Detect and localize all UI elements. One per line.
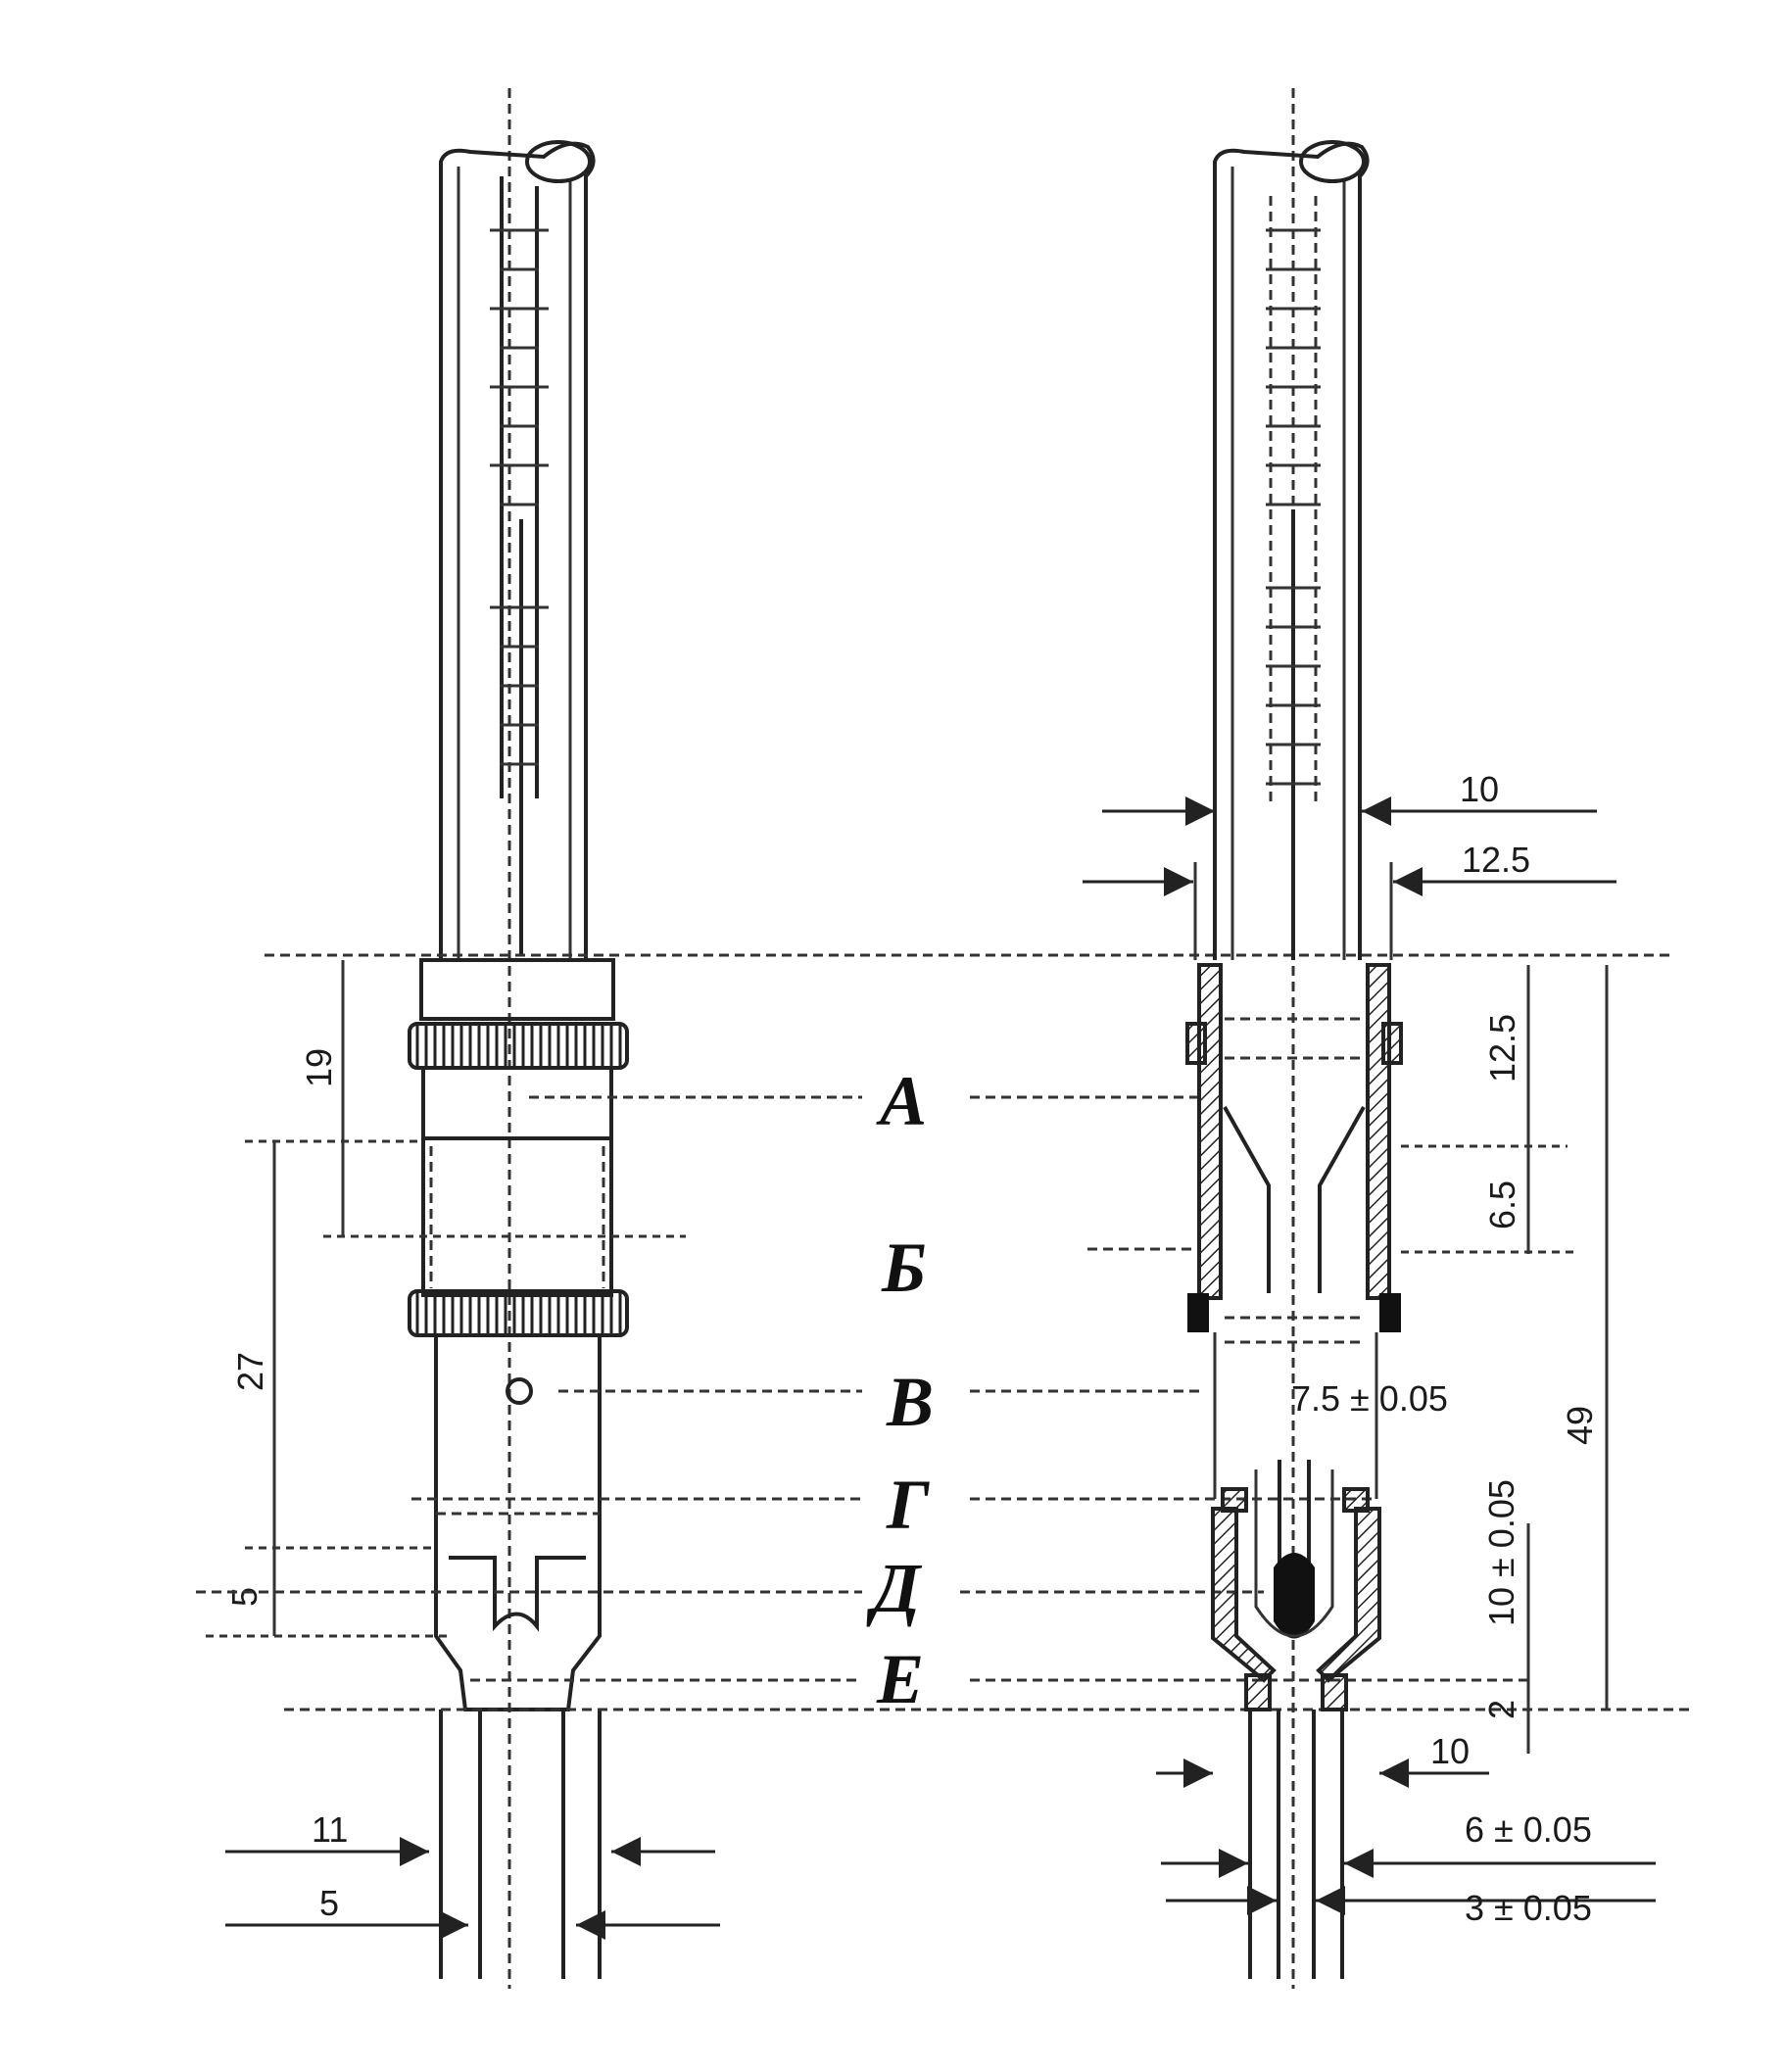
- label-g: Г: [886, 1466, 930, 1544]
- right-nut-left: [1187, 1293, 1209, 1332]
- right-nut-right: [1379, 1293, 1401, 1332]
- dim-12-5: 12.5: [1482, 1014, 1522, 1083]
- dim-5-horizontal: 5: [319, 1883, 339, 1923]
- left-scale: [490, 176, 549, 955]
- right-wall-right: [1366, 963, 1391, 1300]
- label-a: А: [876, 1062, 927, 1140]
- dim-6-5: 6.5: [1482, 1181, 1522, 1229]
- left-sleeve: [434, 1335, 602, 1711]
- dim-10-top: 10: [1460, 769, 1499, 809]
- thermometer-bulb: [1274, 1553, 1315, 1639]
- left-thermometer-tube: [439, 141, 596, 960]
- dim-7-5: 7.5 ± 0.05: [1291, 1378, 1448, 1419]
- dim-27: 27: [230, 1352, 270, 1391]
- label-e: Е: [876, 1640, 924, 1718]
- left-view: [408, 88, 629, 1989]
- right-dimensions: 10 12.5 12.5 6.5 7.5 ± 0.05 49 10 ± 0.05…: [1083, 769, 1656, 1928]
- dim-2: 2: [1481, 1700, 1521, 1719]
- dim-12-5-top: 12.5: [1462, 840, 1530, 880]
- dim-10-bottom: 10: [1430, 1731, 1470, 1771]
- left-dimensions: 19 27 5 11 5: [206, 960, 720, 1940]
- right-wall-left: [1197, 963, 1223, 1300]
- dim-11: 11: [312, 1809, 348, 1850]
- section-labels: А Б В Г Д Е: [196, 953, 1695, 1718]
- left-slot: [449, 1556, 586, 1632]
- right-inner-cone: [1223, 1106, 1366, 1293]
- left-hole: [506, 1377, 533, 1405]
- left-fitting-body: [421, 1066, 613, 1297]
- right-view: [1185, 88, 1403, 1989]
- label-v: В: [886, 1363, 934, 1441]
- dim-49: 49: [1560, 1406, 1600, 1445]
- label-d: Д: [866, 1549, 923, 1627]
- label-b: Б: [881, 1229, 927, 1307]
- dim-10-tolerance: 10 ± 0.05: [1481, 1479, 1521, 1626]
- right-thermometer-tube: [1213, 141, 1370, 960]
- right-scale: [1266, 196, 1321, 960]
- right-sleeve-section: [1211, 1507, 1277, 1683]
- left-knurl-upper: [408, 1022, 629, 1070]
- left-knurl-lower: [408, 1289, 629, 1337]
- dim-3-tolerance: 3 ± 0.05: [1465, 1888, 1592, 1928]
- left-fitting-top: [419, 958, 615, 1021]
- dim-5-vertical: 5: [224, 1587, 265, 1607]
- dim-19: 19: [299, 1048, 339, 1087]
- dim-6-tolerance: 6 ± 0.05: [1465, 1809, 1592, 1850]
